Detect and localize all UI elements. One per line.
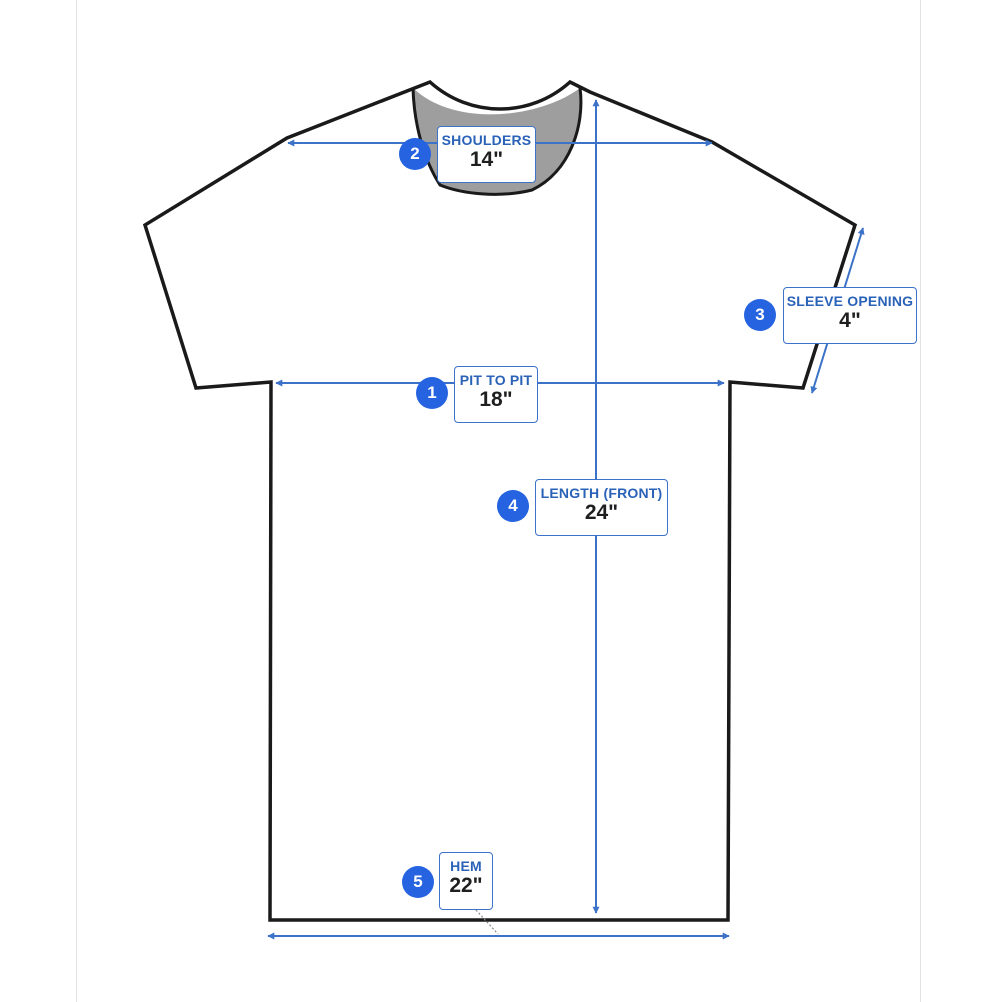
pit-to-pit-label: PIT TO PIT 18": [454, 366, 538, 423]
pit-to-pit-number-badge: 1: [416, 377, 448, 409]
shoulders-number-badge: 2: [399, 138, 431, 170]
hem-label-name: HEM: [450, 858, 482, 874]
tshirt-outline: [142, 79, 858, 922]
sleeve-opening-label-name: SLEEVE OPENING: [786, 293, 914, 309]
pit-to-pit-label-value: 18": [479, 388, 513, 411]
hem-leader-line: [475, 909, 499, 935]
hem-label: HEM 22": [439, 852, 493, 910]
hem-number-badge: 5: [402, 866, 434, 898]
shoulders-label-name: SHOULDERS: [441, 132, 532, 148]
shoulders-label-value: 14": [469, 148, 504, 171]
shoulders-label: SHOULDERS 14": [437, 126, 536, 183]
sleeve-opening-number-badge: 3: [744, 299, 776, 331]
hem-label-value: 22": [449, 874, 483, 897]
diagram-panel: [76, 0, 921, 1002]
length-label-name: LENGTH (FRONT): [540, 485, 663, 501]
sleeve-opening-label-value: 4": [839, 309, 861, 332]
sleeve-opening-label: SLEEVE OPENING 4": [783, 287, 917, 344]
length-number-badge: 4: [497, 490, 529, 522]
length-label-value: 24": [584, 501, 619, 524]
pit-to-pit-label-name: PIT TO PIT: [459, 372, 533, 388]
length-label: LENGTH (FRONT) 24": [535, 479, 668, 536]
